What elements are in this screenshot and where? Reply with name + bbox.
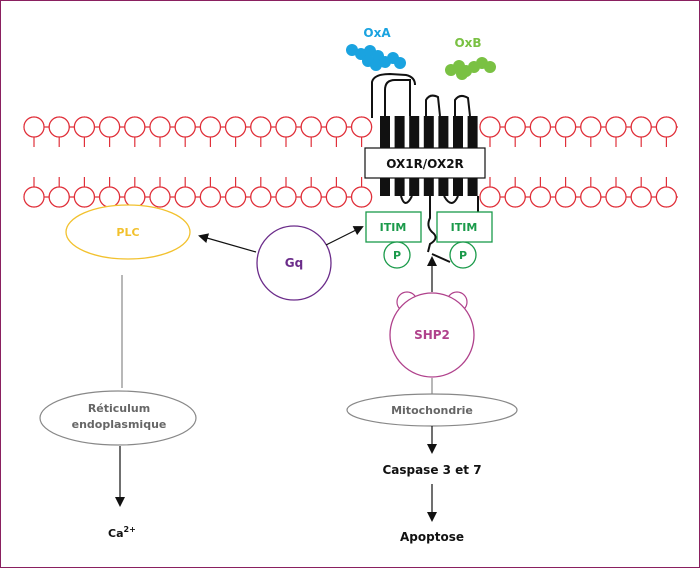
lipid-head [225,116,247,138]
apoptosis-label: Apoptose [400,530,464,544]
lipid-head [174,116,196,138]
lipid-head [351,186,373,208]
lipid-head [98,116,121,138]
lipid-head [529,186,552,208]
orexin-a-molecule [346,44,406,71]
n-terminal-tail [371,72,416,118]
shp2-label: SHP2 [414,328,450,342]
lipid-head [504,186,526,208]
lipid-head [630,116,652,138]
lipid-head [655,186,678,208]
oxb-label: OxB [454,36,481,50]
lipid-head [250,186,272,208]
lipid-head [250,116,272,138]
lipid-head [23,116,45,138]
amino-acid-bead [394,57,406,69]
caspase-label: Caspase 3 et 7 [382,463,481,477]
orexin-ligands [346,44,496,80]
itim-box-left [365,211,422,243]
lipid-head [325,186,347,208]
lipid-head [199,116,221,138]
phosphate-label-left: P [393,249,401,262]
lipid-head [504,116,526,138]
itim-label-left: ITIM [380,221,407,234]
itim-label-right: ITIM [451,221,478,234]
arrow-gq-to-itim [325,226,364,246]
lipid-head [479,116,501,138]
lipid-head [23,186,45,208]
lipid-head [554,116,577,138]
reticulum-label-line1: Réticulum [88,402,150,415]
amino-acid-bead [456,68,468,80]
calcium-label: Ca2+ [108,525,136,540]
lipid-head [48,116,70,138]
receptor-box [364,147,486,179]
oxa-label: OxA [363,26,391,40]
lipid-head [225,186,247,208]
extracellular-loop [425,94,441,117]
lipid-head [174,186,196,208]
reticulum-label-line2: endoplasmique [72,418,167,431]
arrow-gq-to-plc [198,233,257,253]
phosphate-circle-left [383,241,411,269]
lipid-head [149,116,171,138]
lipid-head [605,186,627,208]
lipid-head [275,116,297,138]
lipid-head [73,116,96,138]
lipid-head [48,186,70,208]
receptor-label: OX1R/OX2R [386,157,464,171]
intracellular-loop [443,195,459,204]
c-terminal-tail [431,253,451,263]
phosphate-circle-right [449,241,477,269]
lipid-head [199,186,221,208]
intracellular-loop [427,196,437,253]
lipid-head [479,186,501,208]
lipid-head [124,116,146,138]
extracellular-loop [454,94,471,117]
plc-label: PLC [116,226,139,239]
lipid-head [351,116,373,138]
reticulum-ellipse [39,390,197,446]
lipid-head [149,186,171,208]
lipid-head [275,186,297,208]
gq-protein-circle [256,225,332,301]
lipid-head [529,116,552,138]
orexin-b-molecule [445,57,496,80]
intracellular-loop [400,195,413,204]
phosphate-label-right: P [459,249,467,262]
lipid-head [580,186,602,208]
mitochondria-label: Mitochondrie [391,404,473,417]
cell-membrane [23,116,678,208]
amino-acid-bead [484,61,496,73]
lipid-head [124,186,146,208]
lipid-head [630,186,652,208]
lipid-head [300,116,322,138]
gq-label: Gq [285,256,303,270]
plc-ellipse [65,204,191,260]
lipid-head [300,186,322,208]
extracellular-loop [384,79,411,116]
lipid-head [605,116,627,138]
lipid-head [73,186,96,208]
lipid-head [655,116,678,138]
lipid-head [580,116,602,138]
lipid-head [98,186,121,208]
shp2-circle [389,292,475,378]
lipid-head [325,116,347,138]
lipid-head [554,186,577,208]
itim-box-right [436,211,493,243]
amino-acid-bead [346,44,358,56]
